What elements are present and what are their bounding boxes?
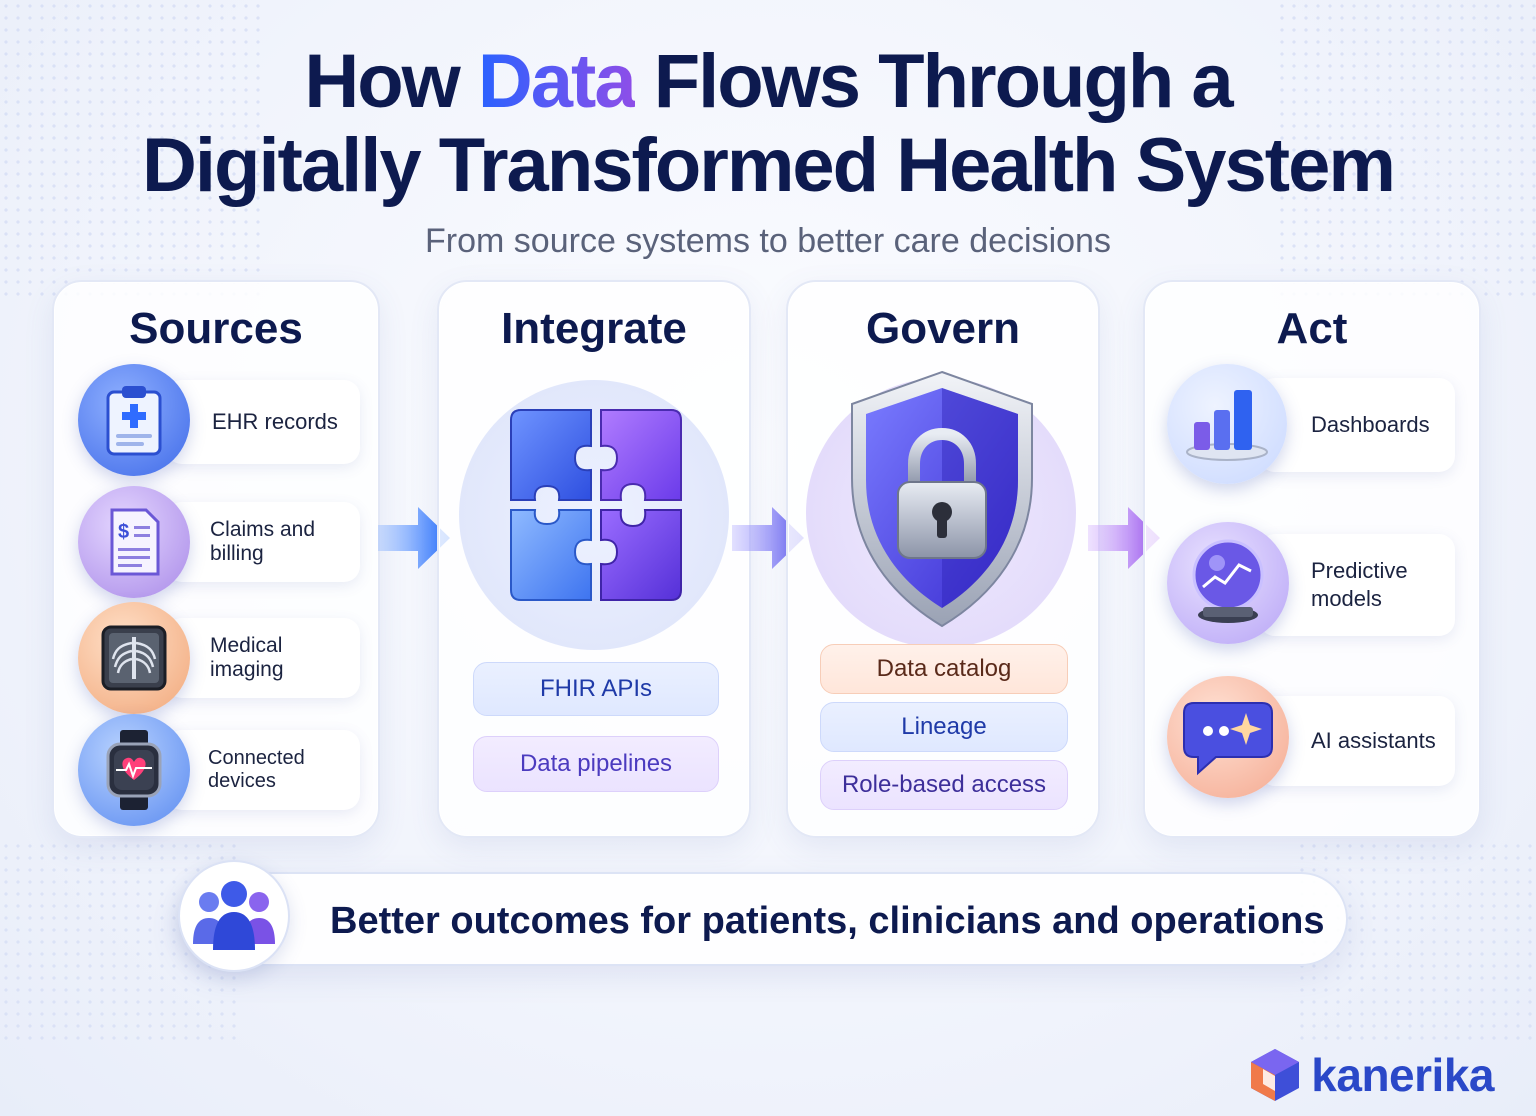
decorative-dots <box>1276 0 1536 300</box>
govern-tag-access: Role-based access <box>820 760 1068 810</box>
brand-logo: kanerika <box>1249 1040 1494 1110</box>
xray-icon <box>78 602 190 714</box>
act-item-dashboards: Dashboards <box>1259 378 1455 472</box>
outcome-text: Better outcomes for patients, clinicians… <box>330 899 1325 942</box>
brand-name: kanerika <box>1311 1049 1494 1101</box>
source-item-label: Medical imaging <box>210 634 284 681</box>
page-title: How Data Flows Through a Digitally Trans… <box>0 40 1536 208</box>
cube-logo-icon <box>1251 1049 1300 1101</box>
govern-tag-lineage: Lineage <box>820 702 1068 752</box>
source-item-label: Connected devices <box>208 747 305 792</box>
clipboard-medical-icon <box>78 364 190 476</box>
source-item-claims: Claims and billing <box>166 502 360 582</box>
integrate-tag-pipelines: Data pipelines <box>473 736 719 792</box>
stage-title: Govern <box>865 304 1021 353</box>
decorative-dots <box>0 0 260 300</box>
source-item-label: EHR records <box>212 409 338 434</box>
stage-govern-panel: Govern Data catalog Lineage Role-based a… <box>786 280 1100 838</box>
people-group-icon <box>178 860 290 972</box>
act-item-label: Predictive <box>1311 558 1408 583</box>
invoice-icon: $ <box>78 486 190 598</box>
icon-halo <box>459 380 729 650</box>
govern-tag-catalog: Data catalog <box>820 644 1068 694</box>
source-item-ehr: EHR records <box>166 380 360 464</box>
stage-title: Integrate <box>501 304 687 353</box>
flow-arrow-icon <box>378 507 450 569</box>
shield-lock-icon <box>851 370 1033 628</box>
title-part: Flows Through a <box>634 39 1234 124</box>
smartwatch-icon <box>78 714 190 826</box>
stage-act-panel: Act Dashboards Predictive models AI assi… <box>1143 280 1481 838</box>
title-part: How <box>304 39 478 124</box>
source-item-label: Claims and billing <box>210 518 316 565</box>
source-item-imaging: Medical imaging <box>166 618 360 698</box>
stage-integrate-panel: Integrate FHIR APIs Data pipelines <box>437 280 751 838</box>
title-accent: Data <box>477 39 637 124</box>
svg-text:$: $ <box>118 521 129 543</box>
act-item-label: Dashboards <box>1311 412 1430 437</box>
puzzle-icon <box>510 409 682 601</box>
chat-bubble-icon <box>1167 676 1289 798</box>
stage-sources-panel: Sources EHR records Claims and billing $ <box>52 280 380 838</box>
source-item-devices: Connected devices <box>166 730 360 810</box>
act-item-label: AI assistants <box>1311 728 1436 753</box>
integrate-tag-fhir: FHIR APIs <box>473 662 719 716</box>
outcome-banner: Better outcomes for patients, clinicians… <box>178 860 1348 972</box>
crystal-ball-icon <box>1167 522 1289 644</box>
act-item-ai-assistants: AI assistants <box>1259 696 1455 786</box>
flow-arrow-icon <box>1088 507 1160 569</box>
act-item-label: models <box>1311 586 1382 611</box>
title-line-2: Digitally Transformed Health System <box>142 123 1396 208</box>
act-item-predictive: Predictive models <box>1259 534 1455 636</box>
page-subtitle: From source systems to better care decis… <box>425 222 1111 260</box>
stage-title: Act <box>1276 304 1348 353</box>
stage-title: Sources <box>129 304 303 353</box>
bar-chart-icon <box>1167 364 1287 484</box>
